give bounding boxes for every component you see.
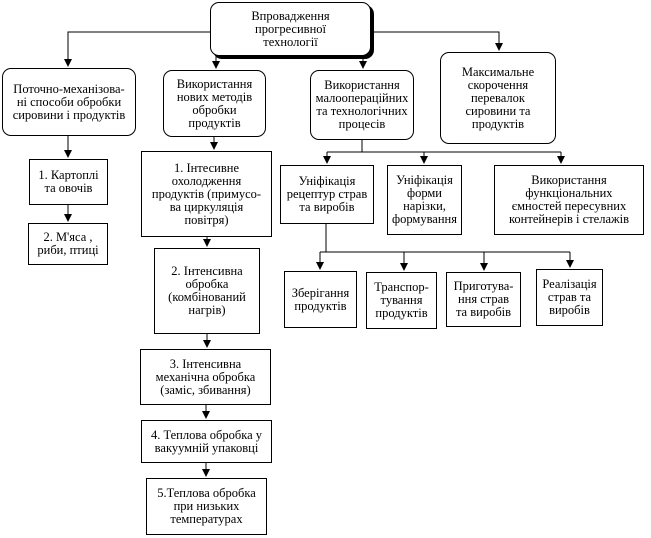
transport-node: Транспор- тування продуктів	[366, 272, 437, 329]
unif-cutting-node: Уніфікація форми нарізки, формування	[387, 165, 462, 235]
intensive-processing-node: 2. Інтенсивна обробка (комбінований нагр…	[154, 248, 260, 334]
low-operation-node: Використання малоопераційних та технолог…	[310, 70, 414, 140]
containers-node: Використання функціональних ємностей пер…	[494, 165, 644, 235]
unif-recipes-node: Уніфікація рецептур страв та виробів	[280, 165, 374, 224]
max-reduction-node: Максимальне скорочення перевалок сировин…	[440, 52, 556, 144]
sale-node: Реалізація страв та виробів	[536, 269, 603, 326]
low-temp-node: 5.Теплова обробка при низьких температур…	[146, 478, 267, 535]
root-node: Впровадження прогресивної технології	[210, 2, 371, 56]
storage-node: Зберігання продуктів	[284, 271, 357, 328]
connector-root-left	[64, 31, 210, 67]
mechanical-processing-node: 3. Інтенсивна механічна обробка (заміс, …	[140, 349, 271, 405]
potatoes-node: 1. Картоплі та овочів	[29, 159, 108, 205]
new-methods-node: Використання нових методів обробки проду…	[163, 70, 266, 137]
vacuum-heat-node: 4. Теплова обробка у вакуумній упаковці	[141, 420, 272, 463]
meat-node: 2. М'яса , риби, птиці	[28, 223, 108, 265]
intensive-cooling-node: 1. Інтесивне охолодження продуктів (прим…	[141, 151, 272, 237]
cooking-node: Приготува- ння страв та виробів	[446, 272, 521, 327]
flow-methods-node: Поточно-механізова- ні способи обробки с…	[2, 68, 136, 136]
connector-root-right	[371, 31, 503, 51]
